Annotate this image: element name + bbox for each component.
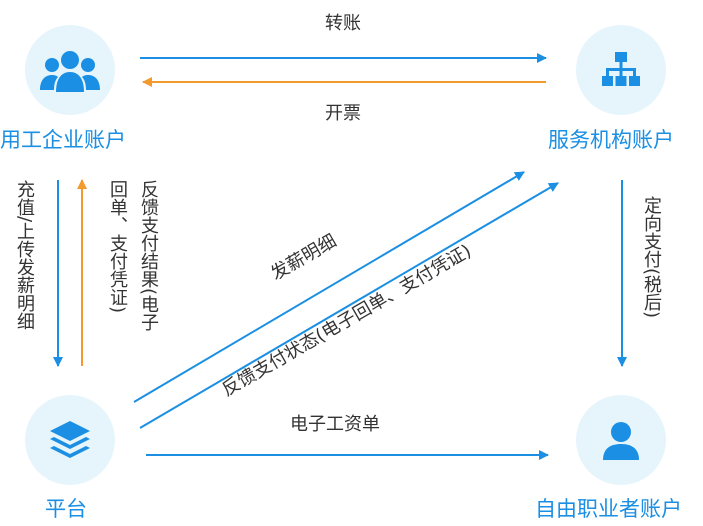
arrow-feedback-status: [139, 182, 559, 429]
freelancer-node: [576, 395, 666, 485]
feedback-result-label-col2: 回单、支付凭证): [107, 180, 128, 314]
agency-label: 服务机构账户: [548, 128, 674, 152]
invoice-label: 开票: [325, 103, 361, 124]
layers-stack-icon: [50, 421, 90, 458]
agency-node: [576, 25, 666, 115]
arrow-payroll-detail: [133, 171, 525, 403]
enterprise-label: 用工企业账户: [0, 128, 126, 152]
directed-payment-label: 定向支付(税后): [641, 196, 662, 319]
freelancer-label: 自由职业者账户: [535, 497, 682, 521]
org-hierarchy-icon: [602, 52, 640, 86]
transfer-label: 转账: [325, 13, 361, 34]
payslip-label: 电子工资单: [290, 414, 380, 435]
platform-node: [25, 395, 115, 485]
feedback-result-label-col1: 反馈支付结果(电子: [138, 180, 159, 332]
platform-label: 平台: [45, 497, 87, 521]
user-icon: [603, 422, 639, 460]
enterprise-node: [25, 25, 115, 115]
recharge-upload-label: 充值/上传发薪明细: [14, 180, 35, 331]
users-group-icon: [40, 51, 100, 92]
